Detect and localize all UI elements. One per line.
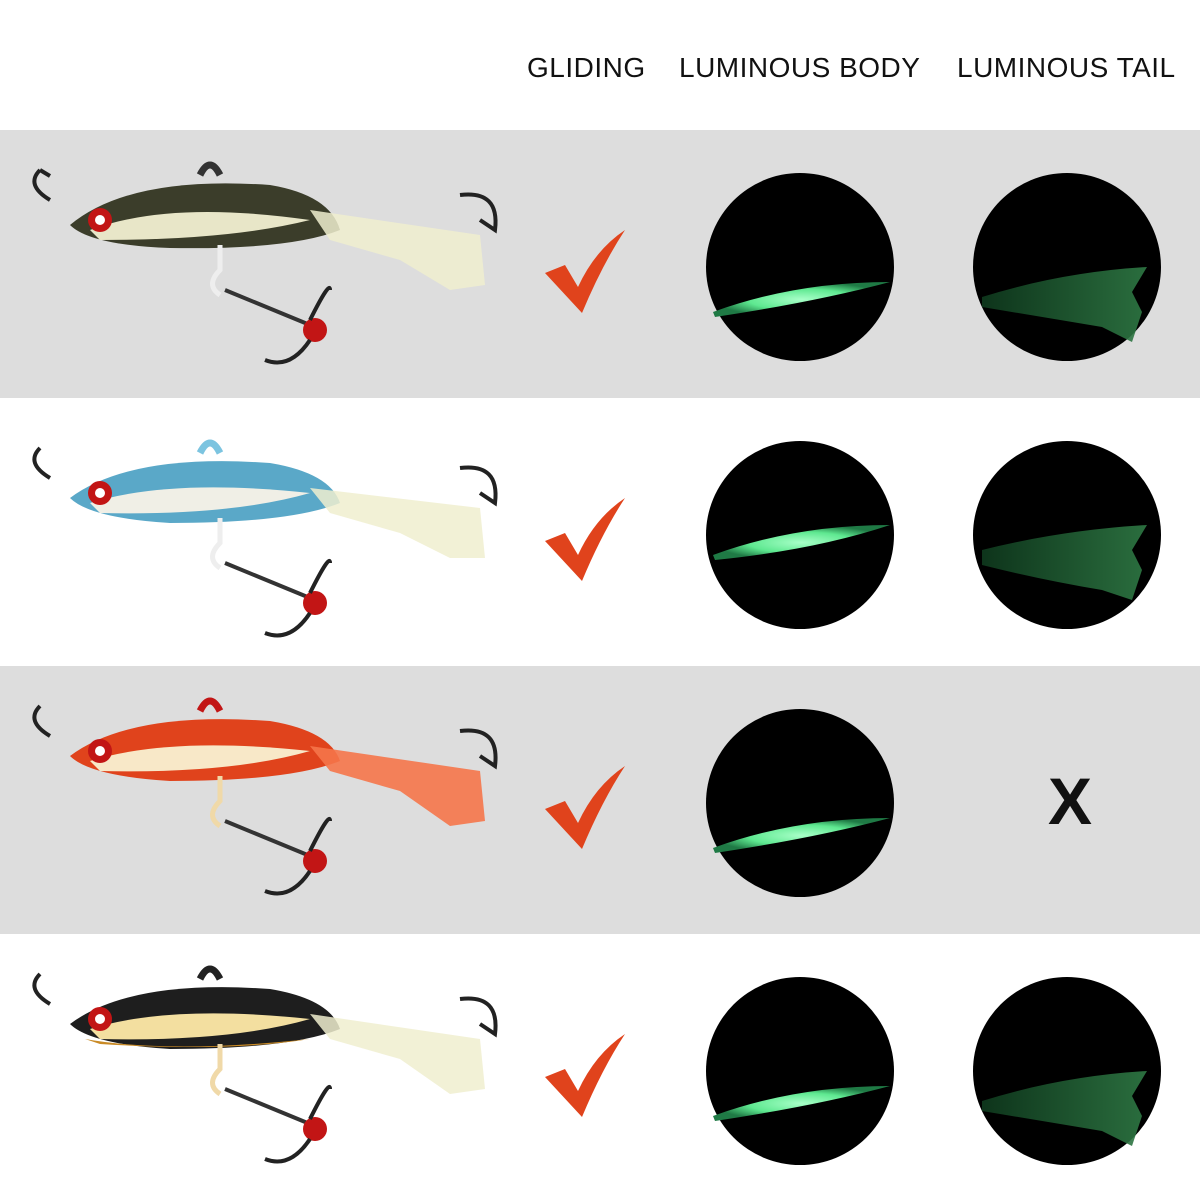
comparison-row [0,130,1200,398]
lure-image-blue-hexagon [32,439,498,638]
header-gliding: GLIDING [527,52,646,83]
glowing-body-image [706,173,894,361]
glowing-tail-image [973,977,1161,1165]
comparison-row [0,398,1200,666]
comparison-row: X [0,666,1200,934]
glowing-body-image [706,709,894,897]
header-luminous-body: LUMINOUS BODY [679,52,921,83]
checkmark-icon [545,1034,625,1117]
checkmark-icon [545,498,625,581]
comparison-row [0,934,1200,1202]
no-luminous-tail-mark: X [1047,764,1093,838]
glowing-body-image [706,441,894,629]
header-luminous-tail: LUMINOUS TAIL [957,52,1176,83]
lure-image-black-gold [32,965,498,1164]
lure-image-black-hexagon [32,161,498,365]
glowing-body-image [706,977,894,1165]
checkmark-icon [545,766,625,849]
glowing-tail-image [973,441,1161,629]
glowing-tail-image [973,173,1161,361]
column-header-bar: GLIDING LUMINOUS BODY LUMINOUS TAIL [0,0,1200,130]
checkmark-icon [545,230,625,313]
lure-image-orange-red [32,697,498,896]
